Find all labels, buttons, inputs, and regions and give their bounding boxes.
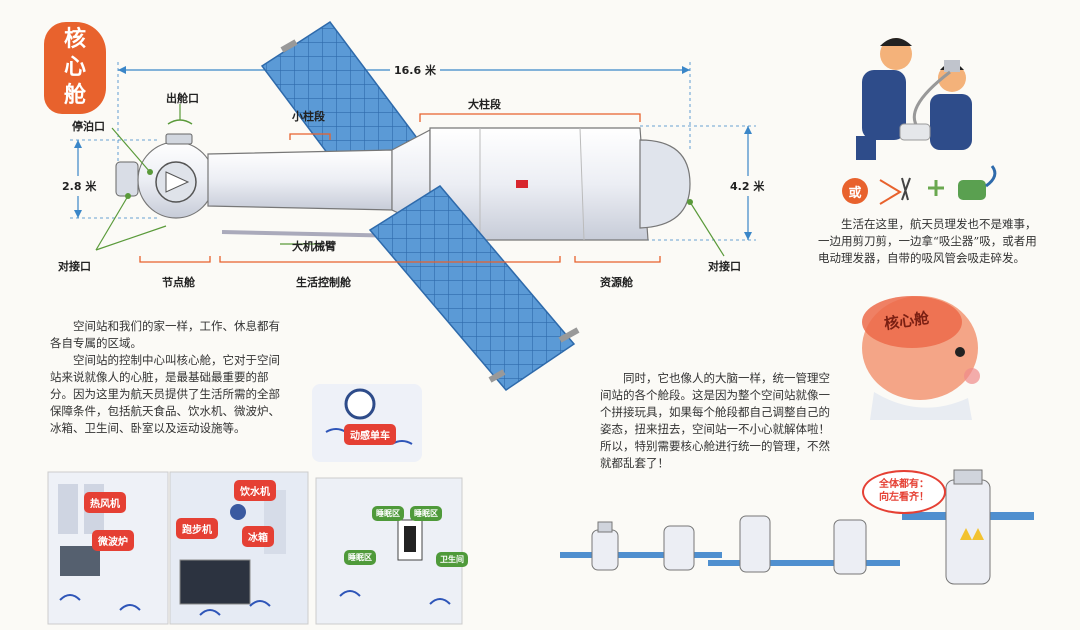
tools-row (879, 165, 997, 205)
tag-bike: 动感单车 (344, 424, 396, 445)
small-diameter-label: 2.8 米 (62, 176, 97, 196)
pointer-lines (95, 127, 725, 257)
tag-treadmill: 跑步机 (176, 518, 218, 539)
title-char-1: 核 (63, 27, 86, 52)
living-control-cabin-label: 生活控制舱 (296, 276, 351, 289)
speech-line-2: 向左看齐！ (879, 492, 929, 503)
haircut-illustration (856, 38, 972, 160)
tag-water-dispenser: 饮水机 (234, 480, 276, 501)
robotic-arm-label: 大机械臂 (292, 240, 336, 253)
cartoon-characters (560, 469, 1034, 585)
left-paragraph-1: 空间站和我们的家一样，工作、休息都有各自专属的区域。 (50, 319, 280, 350)
tag-sleep-1: 睡眠区 (372, 506, 404, 521)
tag-fridge: 冰箱 (242, 526, 274, 547)
title-char-3: 舱 (63, 83, 86, 108)
tag-sleep-2: 睡眠区 (410, 506, 442, 521)
mooring-port-label: 停泊口 (72, 120, 105, 133)
station-body (115, 127, 691, 241)
large-column-label: 大柱段 (468, 98, 501, 111)
tag-microwave: 微波炉 (92, 530, 134, 551)
title-badge: 核 心 舱 (44, 22, 106, 114)
right-top-text-block: 生活在这里，航天员理发也不是难事，一边用剪刀剪，一边拿“吸尘器”吸，或者用电动理… (818, 216, 1040, 267)
lower-solar-panel (368, 185, 580, 391)
resource-cabin-label: 资源舱 (600, 276, 633, 289)
hatch-label: 出舱口 (166, 92, 199, 105)
docking-port-right-label: 对接口 (708, 260, 741, 273)
length-label: 16.6 米 (390, 62, 440, 78)
speech-bubble: 全体都有： 向左看齐！ (862, 470, 946, 514)
tag-sleep-3: 睡眠区 (344, 550, 376, 565)
brain-head-illustration (862, 296, 980, 420)
docking-port-left-label: 对接口 (58, 260, 91, 273)
node-cabin-label: 节点舱 (162, 276, 195, 289)
right-top-paragraph: 生活在这里，航天员理发也不是难事，一边用剪刀剪，一边拿“吸尘器”吸，或者用电动理… (818, 217, 1037, 265)
tag-toilet: 卫生间 (436, 552, 468, 567)
tag-hot-air: 热风机 (84, 492, 126, 513)
left-text-block: 空间站和我们的家一样，工作、休息都有各自专属的区域。 空间站的控制中心叫核心舱，… (50, 318, 290, 437)
section-markers (139, 113, 661, 263)
or-badge: 或 (842, 178, 868, 204)
small-column-label: 小柱段 (292, 110, 325, 123)
left-paragraph-2: 空间站的控制中心叫核心舱，它对于空间站来说就像人的心脏，是最基础最重要的部分。因… (50, 353, 280, 435)
right-mid-paragraph: 同时，它也像人的大脑一样，统一管理空间站的各个舱段。这是因为整个空间站就像一个拼… (600, 371, 830, 470)
title-char-2: 心 (63, 55, 86, 80)
hatch-icon (167, 104, 193, 125)
large-diameter-label: 4.2 米 (730, 176, 765, 196)
right-mid-text-block: 同时，它也像人的大脑一样，统一管理空间站的各个舱段。这是因为整个空间站就像一个拼… (600, 370, 836, 472)
speech-line-1: 全体都有： (879, 479, 929, 490)
